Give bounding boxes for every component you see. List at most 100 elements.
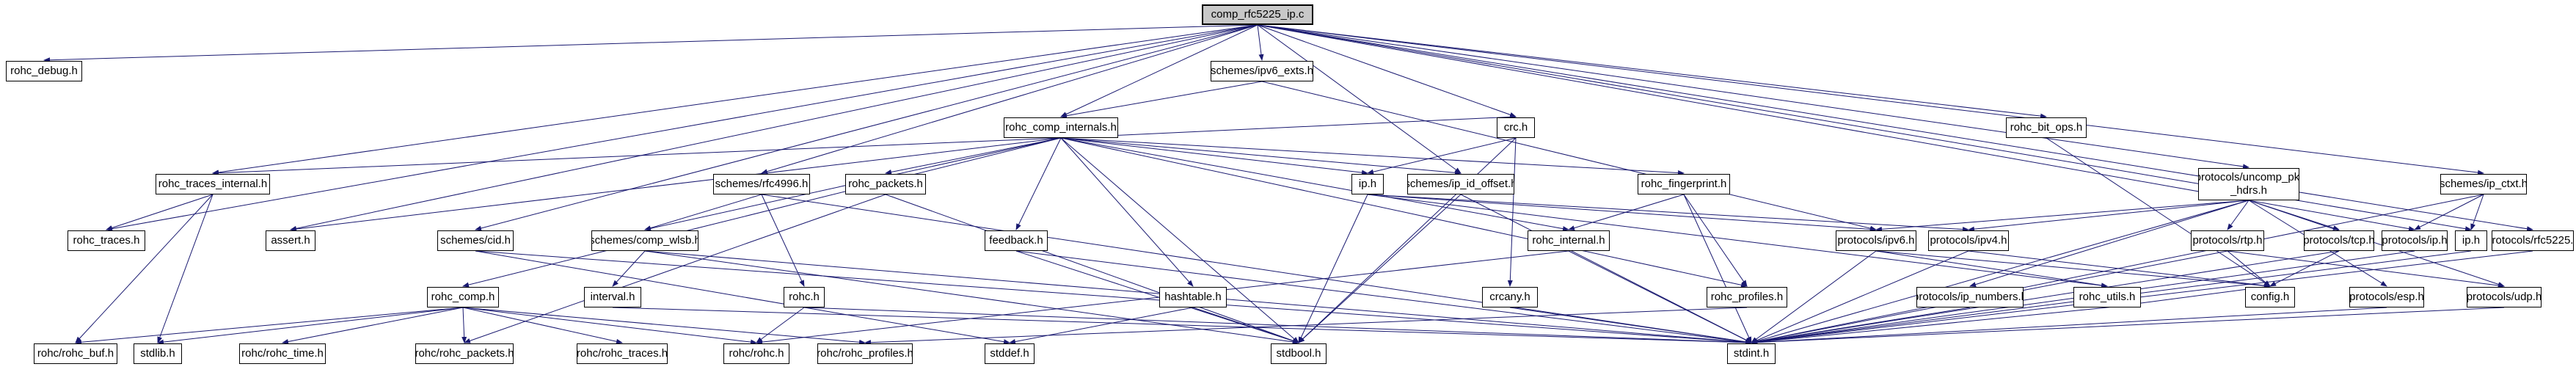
edge-interval-stdint <box>612 307 1752 346</box>
edge-traces_internal-rohc_buf <box>75 194 214 343</box>
edge-traces_internal-stdlib <box>157 194 214 343</box>
edge-comp_internals-ip_h <box>1060 137 1368 175</box>
graph-node-ipv6_exts[interactable]: schemes/ipv6_exts.h <box>1211 61 1313 81</box>
graph-node-proto_ip[interactable]: protocols/ip.h <box>2382 230 2448 251</box>
graph-node-esp[interactable]: protocols/esp.h <box>2349 287 2424 307</box>
graph-node-rtp[interactable]: protocols/rtp.h <box>2191 230 2264 251</box>
edge-crc-ip_h <box>1367 137 1517 175</box>
graph-node-config[interactable]: config.h <box>2245 287 2295 307</box>
edge-tcp-config <box>2269 250 2340 287</box>
graph-node-rohc_traces2[interactable]: rohc/rohc_traces.h <box>577 343 668 364</box>
graph-node-ip_numbers[interactable]: protocols/ip_numbers.h <box>1916 287 2024 307</box>
edge-uncomp_pkt-stdint <box>1751 200 2250 344</box>
edge-crc-stdbool <box>1298 137 1517 343</box>
edge-ipv6_exts-comp_internals <box>1060 81 1263 119</box>
graph-node-feedback[interactable]: feedback.h <box>985 230 1048 251</box>
graph-node-rohc_h[interactable]: rohc.h <box>784 287 825 307</box>
graph-node-comp_internals[interactable]: rohc_comp_internals.h <box>1004 117 1118 138</box>
edge-ipv4-config <box>1968 250 2271 288</box>
edge-main-ip_id_offset <box>1257 24 1462 174</box>
graph-node-hashtable[interactable]: hashtable.h <box>1159 287 1227 307</box>
graph-node-ipv6[interactable]: protocols/ipv6.h <box>1836 230 1916 251</box>
edge-comp_wlsb-interval <box>612 250 646 287</box>
graph-node-rohc_packets[interactable]: rohc_packets.h <box>845 174 926 194</box>
edge-comp_internals-feedback <box>1015 137 1062 230</box>
edge-hashtable-stdbool <box>1192 307 1299 343</box>
edge-udp-stdint <box>1751 307 2505 346</box>
graph-node-rohc_rohc[interactable]: rohc/rohc.h <box>723 343 789 364</box>
edge-ipv6_exts-ipv6 <box>1261 81 1877 231</box>
edge-comp_internals-fingerprint <box>1060 137 1685 176</box>
graph-node-crcany[interactable]: crcany.h <box>1482 287 1538 307</box>
edge-rohc_utils-stdint <box>1751 307 2108 345</box>
edge-traces_internal-rohc_traces <box>106 194 214 230</box>
edge-ip_id_offset-stdint <box>1460 194 1752 343</box>
edge-main-ipv6_exts <box>1257 24 1264 61</box>
edge-rohc_comp-rohc_rohc <box>462 307 757 345</box>
edge-rohc_packets-stdbool <box>885 194 1299 343</box>
edge-feedback-stdbool <box>1015 250 1299 343</box>
edge-main-ip_ctxt <box>1257 24 2484 175</box>
edge-comp_internals-traces_internal <box>212 137 1062 176</box>
edge-ip_ctxt-ip2 <box>2470 194 2484 230</box>
edge-rohc_profiles-rohc_profiles2 <box>864 307 1748 346</box>
graph-node-stdint[interactable]: stdint.h <box>1727 343 1776 364</box>
edge-hashtable-stddef <box>1009 307 1194 344</box>
graph-node-stdbool[interactable]: stdbool.h <box>1271 343 1327 364</box>
graph-node-fingerprint[interactable]: rohc_fingerprint.h <box>1638 174 1730 194</box>
edge-ip_ctxt-stdint <box>1751 194 2484 344</box>
graph-node-udp[interactable]: protocols/udp.h <box>2467 287 2542 307</box>
graph-node-assert[interactable]: assert.h <box>266 230 315 251</box>
edge-comp_internals-assert <box>290 137 1062 232</box>
graph-node-stdlib[interactable]: stdlib.h <box>134 343 182 364</box>
graph-node-cid[interactable]: schemes/cid.h <box>437 230 514 251</box>
graph-node-ip_ctxt[interactable]: schemes/ip_ctxt.h <box>2440 174 2527 194</box>
graph-node-traces_internal[interactable]: rohc_traces_internal.h <box>156 174 270 194</box>
graph-node-rohc_comp[interactable]: rohc_comp.h <box>427 287 499 307</box>
graph-node-rohc_buf[interactable]: rohc/rohc_buf.h <box>34 343 117 364</box>
edge-ipv6-config <box>1875 250 2271 288</box>
edge-rohc_comp-rohc_profiles2 <box>462 307 866 345</box>
edge-ip_ctxt-proto_ip <box>2414 194 2484 230</box>
graph-node-uncomp_pkt[interactable]: protocols/uncomp_pkt _hdrs.h <box>2198 168 2299 200</box>
graph-node-bit_ops[interactable]: rohc_bit_ops.h <box>2006 117 2087 138</box>
graph-node-rohc_time[interactable]: rohc/rohc_time.h <box>239 343 326 364</box>
graph-node-crc[interactable]: crc.h <box>1497 117 1535 138</box>
graph-node-tcp[interactable]: protocols/tcp.h <box>2304 230 2374 251</box>
graph-node-rfc5225[interactable]: protocols/rfc5225.h <box>2492 230 2574 251</box>
edge-rtp-udp <box>2227 250 2505 288</box>
edge-fingerprint-rohc_profiles <box>1683 194 1748 287</box>
edge-crcany-stdint <box>1509 307 1752 345</box>
graph-node-main[interactable]: comp_rfc5225_ip.c <box>1202 4 1313 25</box>
edge-esp-stdint <box>1751 307 2387 346</box>
graph-node-rohc_profiles2[interactable]: rohc/rohc_profiles.h <box>817 343 913 364</box>
edge-main-rfc5225 <box>1257 24 2533 232</box>
edge-main-uncomp_pkt <box>1257 24 2250 170</box>
edge-fingerprint-stdint <box>1683 194 1752 343</box>
edge-rfc4996-comp_wlsb <box>644 194 762 231</box>
graph-node-rohc_packets2[interactable]: rohc/rohc_packets.h <box>415 343 514 364</box>
graph-node-rohc_debug[interactable]: rohc_debug.h <box>6 61 82 81</box>
graph-node-comp_wlsb[interactable]: schemes/comp_wlsb.h <box>591 230 698 251</box>
graph-node-rohc_profiles[interactable]: rohc_profiles.h <box>1707 287 1787 307</box>
graph-node-ipv4[interactable]: protocols/ipv4.h <box>1928 230 2009 251</box>
graph-node-rohc_internal[interactable]: rohc_internal.h <box>1528 230 1610 251</box>
graph-node-interval[interactable]: interval.h <box>584 287 641 307</box>
graph-node-rfc4996[interactable]: schemes/rfc4996.h <box>713 174 810 194</box>
edge-main-rohc_debug <box>43 24 1258 63</box>
edge-comp_internals-ip_id_offset <box>1060 137 1462 175</box>
graph-node-rohc_traces[interactable]: rohc_traces.h <box>67 230 145 251</box>
edge-ip_h-ipv4 <box>1367 194 1969 233</box>
graph-node-ip_id_offset[interactable]: schemes/ip_id_offset.h <box>1407 174 1514 194</box>
edge-rfc4996-rohc_h <box>761 194 805 287</box>
graph-node-ip_h[interactable]: ip.h <box>1351 174 1384 194</box>
edge-main-bit_ops <box>1257 24 2047 119</box>
edge-main-traces_internal <box>212 24 1258 175</box>
graph-node-stddef[interactable]: stddef.h <box>985 343 1035 364</box>
graph-node-rohc_utils[interactable]: rohc_utils.h <box>2073 287 2141 307</box>
graph-node-ip2[interactable]: ip.h <box>2455 230 2487 251</box>
edge-rohc_comp-rohc_traces2 <box>462 307 623 344</box>
edge-feedback-stdint <box>1015 250 1752 345</box>
